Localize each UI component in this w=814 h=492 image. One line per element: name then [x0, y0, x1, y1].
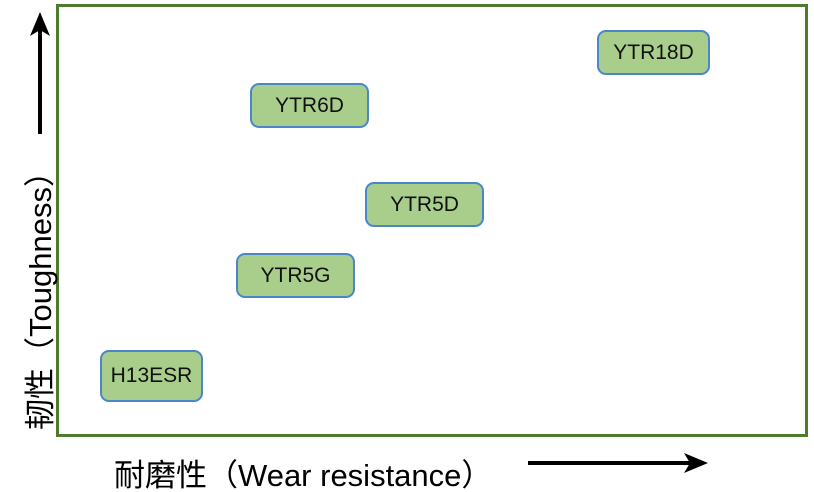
grade-box-label: H13ESR [110, 364, 193, 387]
grade-box-label: YTR18D [613, 40, 694, 64]
grade-box-h13esr[interactable]: H13ESR [100, 350, 203, 402]
y-axis-label: 韧性（Toughness） [22, 156, 58, 430]
right-arrow-icon [526, 448, 712, 478]
x-axis-label: 耐磨性（Wear resistance） [114, 458, 493, 492]
grade-box-label: YTR5D [390, 192, 459, 216]
grade-box-ytr5d[interactable]: YTR5D [365, 182, 484, 227]
up-arrow-icon [22, 8, 58, 136]
grade-box-ytr18d[interactable]: YTR18D [597, 30, 710, 75]
grade-box-ytr5g[interactable]: YTR5G [236, 253, 355, 298]
grade-box-ytr6d[interactable]: YTR6D [250, 83, 369, 128]
grade-box-label: YTR5G [260, 263, 331, 287]
grade-box-label: YTR6D [275, 93, 344, 117]
